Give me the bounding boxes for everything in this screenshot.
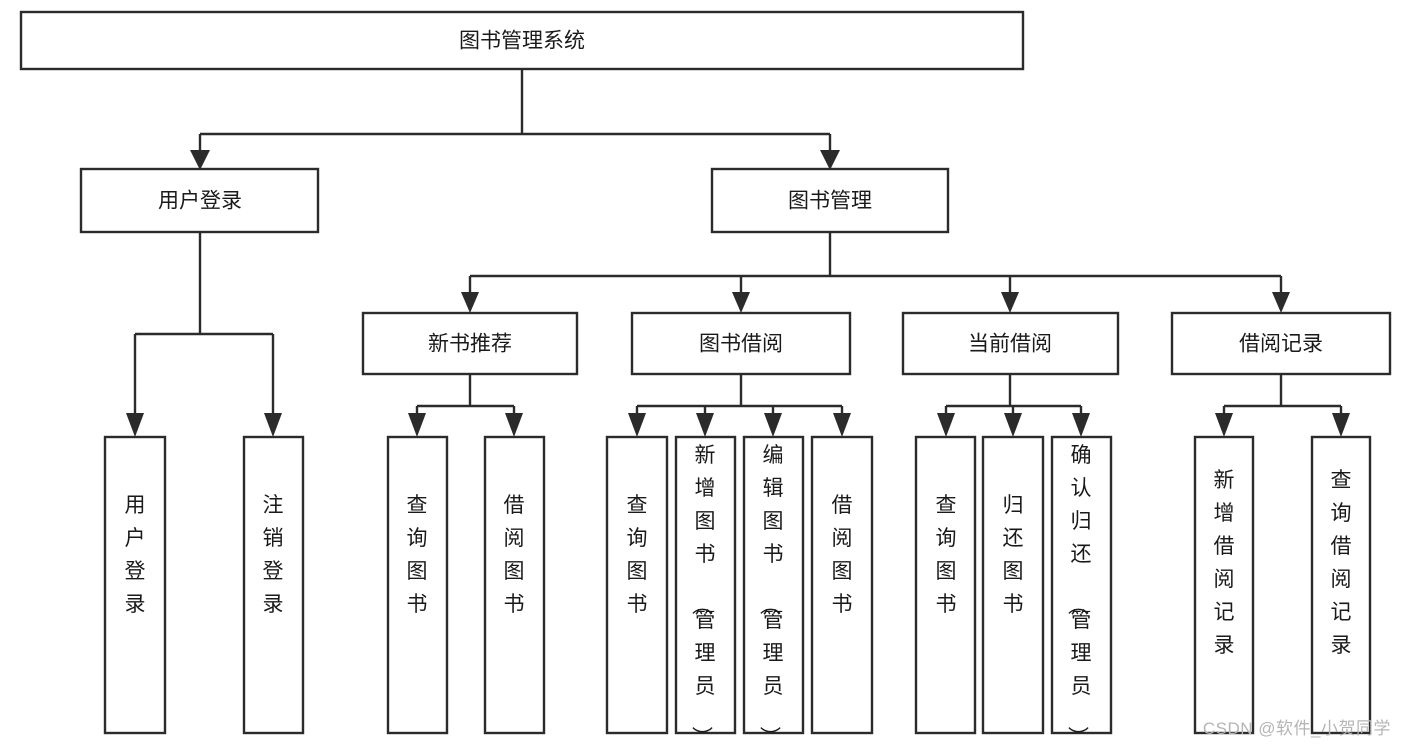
- node-book-manage-label: 图书管理: [788, 190, 872, 213]
- node-user-login-box[interactable]: [79, 167, 320, 234]
- node-leaf-query-book-2[interactable]: 查询图书: [605, 435, 669, 735]
- node-user-login-label: 用户登录: [158, 190, 242, 213]
- node-borrow-record-box[interactable]: [1170, 311, 1392, 376]
- node-leaf-query-record-box[interactable]: [1310, 435, 1372, 735]
- node-book-borrow[interactable]: 图书借阅: [630, 311, 852, 376]
- node-leaf-borrow-book-1-box[interactable]: [483, 435, 546, 735]
- arrow-head-user-login: [190, 150, 210, 170]
- connector-group-new-book-recommend: [408, 374, 523, 437]
- arrow-head-leaf-borrow-book-2: [833, 413, 851, 437]
- node-leaf-borrow-book-2-label: 借阅图书: [832, 494, 853, 616]
- node-root-box[interactable]: [19, 10, 1025, 71]
- arrow-head-current-borrow: [1001, 292, 1019, 313]
- node-leaf-return-book-label: 归还图书: [1003, 494, 1024, 616]
- node-leaf-return-book[interactable]: 归还图书: [981, 435, 1045, 735]
- node-leaf-add-record[interactable]: 新增借阅记录: [1193, 435, 1255, 735]
- node-leaf-edit-book-box[interactable]: [742, 435, 805, 735]
- node-current-borrow-label: 当前借阅: [968, 333, 1052, 356]
- node-leaf-query-book-1[interactable]: 查询图书: [386, 435, 449, 735]
- node-leaf-edit-book[interactable]: 编辑图书（管理员）: [742, 435, 805, 747]
- node-leaf-borrow-book-1[interactable]: 借阅图书: [483, 435, 546, 735]
- node-new-book-recommend-box[interactable]: [361, 311, 579, 376]
- node-leaf-logout-box[interactable]: [242, 435, 305, 735]
- node-book-manage-box[interactable]: [710, 167, 950, 234]
- node-current-borrow[interactable]: 当前借阅: [901, 311, 1120, 376]
- arrow-head-leaf-edit-book: [764, 413, 782, 437]
- node-leaf-query-record-label: 查询借阅记录: [1331, 469, 1352, 657]
- node-leaf-confirm-return-label: 确认归还（管理员）: [1066, 444, 1092, 747]
- connector-group-root: [190, 69, 840, 170]
- arrow-head-borrow-record: [1272, 292, 1290, 313]
- connector-group-current-borrow: [937, 374, 1090, 437]
- node-leaf-borrow-book-2[interactable]: 借阅图书: [810, 435, 874, 735]
- node-leaf-add-book-box[interactable]: [674, 435, 737, 735]
- node-leaf-borrow-book-2-box[interactable]: [810, 435, 874, 735]
- node-leaf-confirm-return-box[interactable]: [1050, 435, 1113, 735]
- arrow-head-book-borrow: [732, 292, 750, 313]
- arrow-head-leaf-query-book-3: [937, 413, 955, 437]
- arrow-head-book-manage: [820, 150, 840, 170]
- arrow-head-leaf-return-book: [1004, 413, 1022, 437]
- node-leaf-query-book-3-label: 查询图书: [936, 494, 957, 616]
- node-new-book-recommend[interactable]: 新书推荐: [361, 311, 579, 376]
- arrow-head-leaf-query-book-1: [408, 413, 426, 437]
- connector-group-book-borrow: [628, 374, 851, 437]
- node-root-label: 图书管理系统: [459, 30, 585, 53]
- node-leaf-add-book-label: 新增图书（管理员）: [690, 444, 716, 747]
- arrow-head-leaf-query-record: [1332, 413, 1350, 437]
- csdn-watermark: CSDN @软件_小贺同学: [1202, 719, 1391, 738]
- node-leaf-query-book-2-box[interactable]: [605, 435, 669, 735]
- connector-group-user-login: [126, 232, 282, 437]
- node-leaf-edit-book-label: 编辑图书（管理员）: [758, 444, 784, 747]
- node-leaf-user-login-box[interactable]: [103, 435, 167, 735]
- node-leaf-query-book-1-label: 查询图书: [407, 494, 428, 616]
- node-borrow-record-label: 借阅记录: [1239, 333, 1323, 356]
- node-leaf-query-book-3-box[interactable]: [914, 435, 977, 735]
- node-book-borrow-box[interactable]: [630, 311, 852, 376]
- node-user-login[interactable]: 用户登录: [79, 167, 320, 234]
- node-leaf-add-record-label: 新增借阅记录: [1214, 469, 1235, 657]
- node-leaf-user-login[interactable]: 用户登录: [103, 435, 167, 735]
- node-leaf-logout[interactable]: 注销登录: [242, 435, 305, 735]
- connector-group-book-manage: [461, 232, 1290, 313]
- arrow-head-leaf-query-book-2: [628, 413, 646, 437]
- node-new-book-recommend-label: 新书推荐: [428, 333, 512, 356]
- node-root[interactable]: 图书管理系统: [19, 10, 1025, 71]
- arrow-head-leaf-add-book: [696, 413, 714, 437]
- node-leaf-query-book-3[interactable]: 查询图书: [914, 435, 977, 735]
- node-leaf-query-book-1-box[interactable]: [386, 435, 449, 735]
- node-leaf-add-book[interactable]: 新增图书（管理员）: [674, 435, 737, 747]
- node-leaf-user-login-label: 用户登录: [125, 494, 146, 616]
- node-leaf-confirm-return[interactable]: 确认归还（管理员）: [1050, 435, 1113, 747]
- arrow-head-new-book-recommend: [461, 292, 479, 313]
- node-leaf-logout-label: 注销登录: [263, 494, 284, 616]
- node-leaf-query-book-2-label: 查询图书: [627, 494, 648, 616]
- arrow-head-leaf-borrow-book-1: [505, 413, 523, 437]
- node-book-borrow-label: 图书借阅: [699, 333, 783, 356]
- arrow-head-leaf-add-record: [1215, 413, 1233, 437]
- arrow-head-leaf-user-login: [126, 413, 144, 437]
- node-borrow-record[interactable]: 借阅记录: [1170, 311, 1392, 376]
- arrow-head-leaf-logout: [264, 413, 282, 437]
- node-current-borrow-box[interactable]: [901, 311, 1120, 376]
- connector-group-borrow-record: [1215, 374, 1350, 437]
- arrow-head-leaf-confirm-return: [1072, 413, 1090, 437]
- node-leaf-borrow-book-1-label: 借阅图书: [504, 494, 525, 616]
- node-leaf-add-record-box[interactable]: [1193, 435, 1255, 735]
- node-leaf-return-book-box[interactable]: [981, 435, 1045, 735]
- node-leaf-query-record[interactable]: 查询借阅记录: [1310, 435, 1372, 735]
- node-book-manage[interactable]: 图书管理: [710, 167, 950, 234]
